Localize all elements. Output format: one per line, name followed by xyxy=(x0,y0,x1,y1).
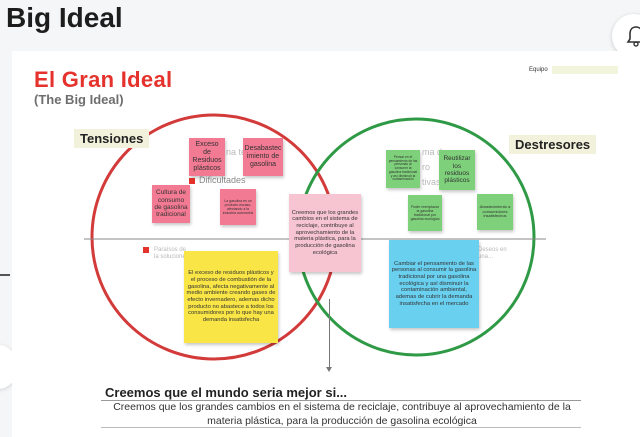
divider xyxy=(101,427,581,428)
board-title: El Gran Ideal xyxy=(34,67,173,92)
divider xyxy=(101,400,581,401)
sticky-note-escasez[interactable]: La gasolina es un producto escaso, afect… xyxy=(220,189,256,225)
left-arrow-indicator xyxy=(0,274,10,276)
whiteboard-canvas[interactable]: El Gran Ideal (The Big Ideal) Equipo Ten… xyxy=(12,51,640,437)
stressors-label: Destresores xyxy=(509,135,597,154)
faint-text: tivas xyxy=(422,177,441,187)
sticky-note-problema[interactable]: El exceso de residuos plásticos y el pro… xyxy=(184,251,278,343)
sticky-note-reemplazar[interactable]: Poder reemplazar la gasolina tradicional… xyxy=(408,195,442,231)
tensions-label: Tensiones xyxy=(74,129,150,148)
bullet-marker xyxy=(143,247,149,253)
sticky-note-pensamiento[interactable]: Pensar en el pensamiento de las personas… xyxy=(386,150,420,188)
connector-line xyxy=(329,299,330,369)
bell-icon xyxy=(626,26,640,47)
faint-text: ro xyxy=(422,162,431,172)
board-subtitle: (The Big Ideal) xyxy=(34,92,124,107)
notifications-button[interactable] xyxy=(612,14,640,58)
connector-arrow xyxy=(326,367,332,372)
sticky-note-solucion[interactable]: Cambiar el pensamiento de las personas a… xyxy=(389,240,479,328)
team-input[interactable] xyxy=(552,66,618,74)
sticky-note-abastecimiento[interactable]: Abastecimiento a consumidores insatisfec… xyxy=(477,194,513,230)
belief-heading: Creemos que el mundo seria mejor si... xyxy=(105,385,348,400)
faint-text: Deseos en una... xyxy=(478,247,507,260)
faint-text: ma de xyxy=(422,147,448,157)
sticky-note-desabastecimiento[interactable]: Desabastec imiento de gasolina xyxy=(243,138,283,176)
sticky-note-exceso[interactable]: Exceso de Residuos plásticos xyxy=(189,138,225,176)
page-title: Big Ideal xyxy=(6,2,123,33)
sticky-note-creencia[interactable]: Creemos que los grandes cambios en el si… xyxy=(289,194,361,272)
team-label: Equipo xyxy=(529,67,548,73)
faint-text: Paraísos de la soluciones xyxy=(154,247,189,260)
sticky-note-reutilizar[interactable]: Reutilizar los residuos plásticos xyxy=(439,150,475,190)
belief-statement[interactable]: Creemos que los grandes cambios en el si… xyxy=(113,401,571,427)
bullet-marker xyxy=(189,178,195,184)
faint-text: na te xyxy=(226,147,247,157)
faint-text: Dificultades xyxy=(199,175,246,185)
sticky-note-cultura[interactable]: Cultura de consumo de gasolina tradicion… xyxy=(152,185,190,223)
